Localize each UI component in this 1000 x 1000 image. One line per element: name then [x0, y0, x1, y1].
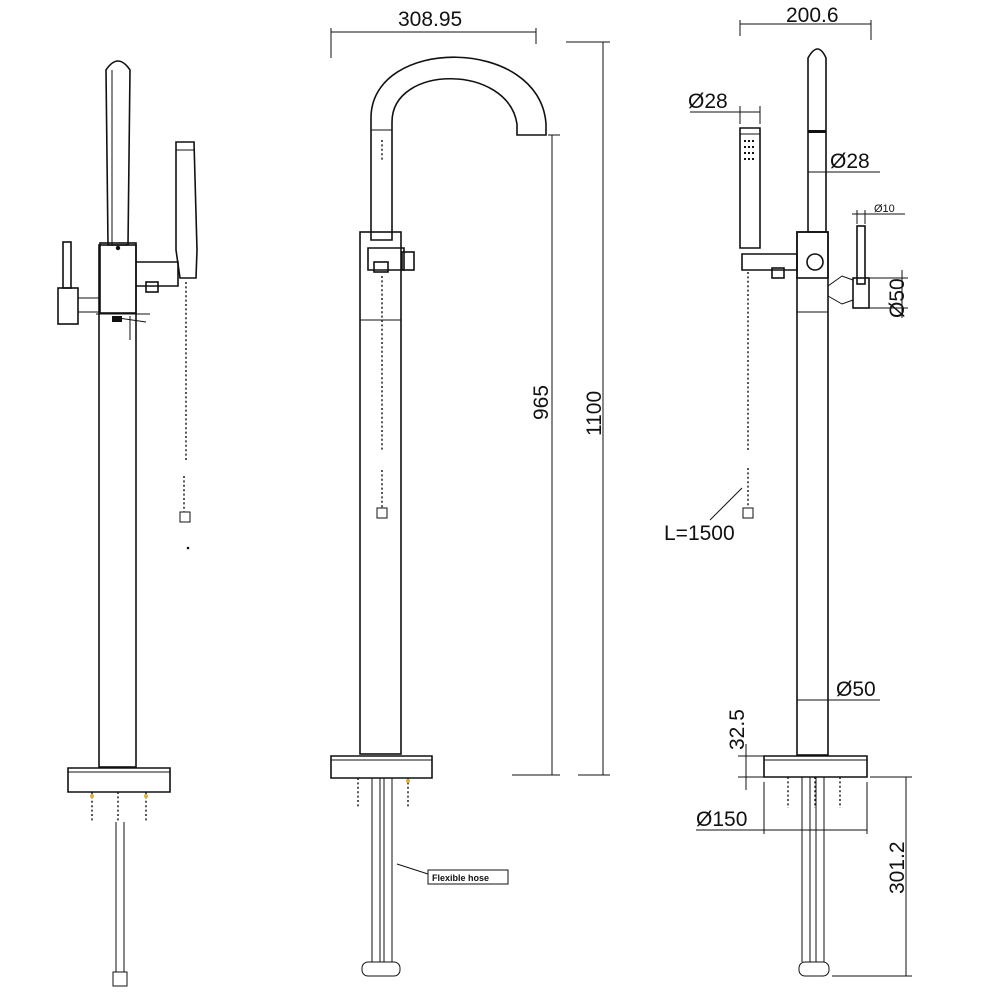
front-lever-knob: [57, 287, 79, 325]
rear-hand-shower: [739, 127, 761, 249]
handle-depth-value: 200.6: [786, 4, 839, 27]
body-dia-value: Ø50: [886, 278, 909, 318]
base-height-dimension: 32.5: [726, 709, 764, 790]
front-base: [67, 767, 171, 793]
spout-height-value: 965: [530, 385, 553, 420]
side-column: [359, 231, 402, 755]
hose-length-value: L=1500: [664, 522, 735, 545]
body-dia-dimension: Ø50: [869, 270, 909, 318]
rear-mounting-studs: [787, 777, 841, 808]
handshower-dia-dimension: Ø28: [688, 90, 761, 124]
base-height-value: 32.5: [726, 709, 749, 750]
lever-dia-value: Ø10: [874, 203, 895, 215]
handshower-dia-value: Ø28: [688, 90, 728, 113]
rear-riser-tube: [807, 48, 827, 233]
front-riser-tube: [105, 60, 131, 246]
front-hand-shower: [175, 141, 198, 279]
front-view: [57, 60, 198, 987]
side-view: Flexible hose 308.95 965 1100: [330, 8, 610, 977]
base-dia-dimension: Ø150: [696, 782, 868, 834]
flexible-hose-label: Flexible hose: [432, 873, 489, 883]
side-base: [330, 755, 433, 779]
front-column: [98, 244, 137, 768]
front-mounting-studs: [90, 792, 148, 822]
rear-view: L=1500 200.6 Ø28: [664, 4, 912, 977]
front-mixer-body: [99, 242, 137, 314]
flexible-hose-label-box: [427, 869, 509, 885]
side-mounting-studs: [357, 778, 410, 808]
side-gooseneck-spout: [370, 56, 547, 241]
front-lever: [62, 241, 72, 289]
lever-dia-dimension: Ø10: [852, 203, 905, 224]
spout-reach-value: 308.95: [398, 8, 462, 31]
below-floor-dimension: 301.2: [832, 776, 912, 977]
spout-reach-dimension: 308.95: [330, 8, 537, 58]
spout-height-dimension: 965: [512, 134, 560, 776]
below-floor-value: 301.2: [886, 841, 909, 894]
rear-column: [796, 231, 829, 756]
handle-depth-dimension: 200.6: [739, 4, 872, 40]
rear-lever: [856, 225, 866, 285]
riser-dia-dimension: Ø28: [808, 150, 880, 173]
riser-dia-value: Ø28: [830, 150, 870, 173]
overall-height-dimension: 1100: [566, 41, 610, 776]
column-dia-dimension: Ø50: [797, 678, 880, 701]
overall-height-value: 1100: [583, 391, 606, 436]
base-dia-value: Ø150: [696, 808, 747, 831]
column-dia-value: Ø50: [836, 678, 876, 701]
rear-base: [763, 755, 868, 778]
